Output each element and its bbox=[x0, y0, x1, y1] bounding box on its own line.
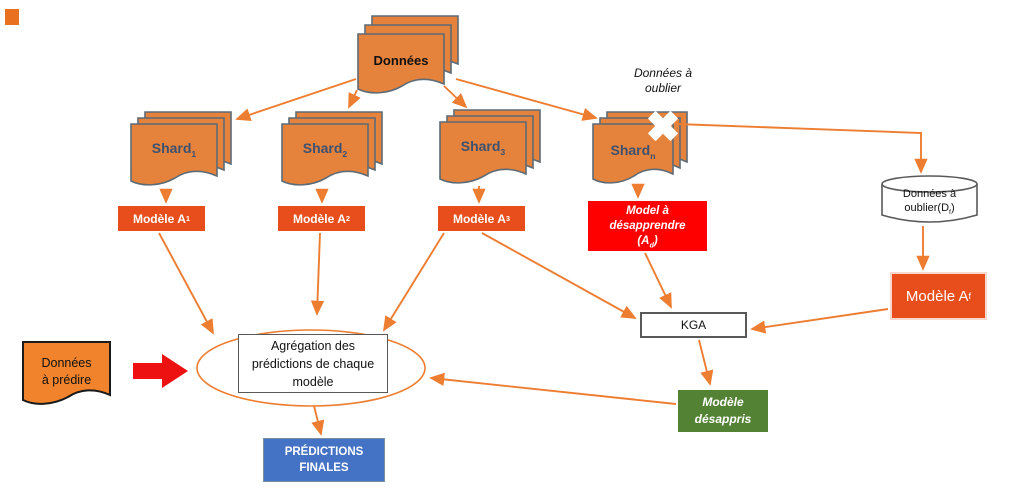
model-unlearn-subscript: d bbox=[649, 241, 654, 250]
unlearned-model-line1: Modèle bbox=[702, 395, 744, 409]
modele-a2-text: Modèle A bbox=[292, 211, 346, 226]
shard2-label: Shard2 bbox=[282, 140, 368, 159]
forget-data-cylinder bbox=[881, 175, 978, 223]
model-unlearn-post: ) bbox=[653, 235, 658, 247]
unlearned-model-line2: désappris bbox=[694, 412, 752, 426]
arrow-donnees-shard3 bbox=[443, 85, 468, 109]
kga-label: KGA bbox=[680, 318, 707, 332]
shard3-text: Shard bbox=[460, 138, 501, 154]
shard3-subscript: 3 bbox=[500, 146, 506, 157]
forget-annotation-line1: Données à bbox=[633, 66, 693, 80]
modele-a1-text: Modèle A bbox=[132, 211, 186, 226]
kga-box: KGA bbox=[640, 312, 747, 338]
forget-x-icon bbox=[648, 111, 678, 141]
aggregation-line1: Agrégation des bbox=[270, 339, 356, 353]
red-arrow-icon bbox=[133, 354, 188, 388]
shard2-stack-shape bbox=[281, 111, 383, 186]
donnees-stack-shape bbox=[357, 15, 459, 94]
arrow-model3-kga bbox=[481, 232, 637, 319]
model-unlearn-line1: Model à bbox=[626, 205, 669, 217]
predict-input-line1: Données bbox=[41, 356, 92, 370]
arrow-modelf-kga bbox=[750, 308, 889, 334]
aggregation-text-box: Agrégation des prédictions de chaque mod… bbox=[238, 334, 388, 393]
final-predictions-box: PRÉDICTIONS FINALES bbox=[263, 438, 385, 482]
forget-db-line1: Données à bbox=[902, 188, 957, 200]
corner-square bbox=[5, 9, 19, 25]
flow-arrows bbox=[158, 78, 930, 436]
model-unlearn-line2: désapprendre bbox=[609, 220, 686, 232]
arrow-model2-aggregation bbox=[310, 232, 325, 316]
shard2-subscript: 2 bbox=[342, 148, 348, 159]
predict-input-line2: à prédire bbox=[41, 373, 92, 387]
forget-db-pre: oublier(D bbox=[904, 202, 950, 214]
arrow-unlearned-aggregation bbox=[429, 372, 677, 405]
shard1-label: Shard1 bbox=[131, 140, 217, 159]
shardn-subscript: n bbox=[650, 150, 656, 161]
shard1-subscript: 1 bbox=[191, 148, 197, 159]
arrow-model1-aggregation bbox=[158, 232, 214, 335]
shard2-text: Shard bbox=[302, 140, 343, 156]
arrow-shardn-cylinder bbox=[676, 123, 928, 174]
unlearned-model-box: Modèle désappris bbox=[678, 390, 768, 432]
arrow-donnees-shard2 bbox=[348, 89, 361, 109]
model-unlearn-pre: (A bbox=[637, 235, 650, 247]
shardn-text: Shard bbox=[610, 142, 651, 158]
shardn-label: Shardn bbox=[593, 142, 673, 161]
shardn-stack-shape bbox=[592, 111, 688, 184]
arrow-unlearn-kga bbox=[644, 252, 672, 309]
final-predictions-line2: FINALES bbox=[299, 462, 349, 474]
model-unlearn-line3: (Ad) bbox=[588, 234, 707, 249]
forget-db-post: ) bbox=[950, 202, 955, 214]
aggregation-line2: prédictions de chaque bbox=[251, 357, 375, 371]
forget-db-label: Données à oublier(Df) bbox=[887, 187, 972, 217]
model-unlearn-box: Model à désapprendre (Ad) bbox=[588, 201, 707, 251]
arrow-kga-unlearned bbox=[698, 339, 714, 386]
shard1-stack-shape bbox=[130, 111, 232, 186]
forget-db-line2: oublier(Df) bbox=[887, 201, 972, 217]
final-predictions-line1: PRÉDICTIONS bbox=[284, 446, 364, 458]
donnees-node-label: Données bbox=[358, 53, 444, 68]
forget-annotation-line2: oublier bbox=[644, 81, 682, 95]
donnees-text: Données bbox=[373, 53, 429, 68]
forget-db-subscript: f bbox=[949, 209, 951, 217]
shard1-text: Shard bbox=[151, 140, 192, 156]
arrow-model3-aggregation bbox=[383, 232, 445, 332]
arrow-donnees-shard1 bbox=[235, 78, 357, 122]
modele-a3-text: Modèle A bbox=[452, 211, 506, 226]
arrow-aggregation-final bbox=[311, 405, 325, 436]
predict-input-label: Données à prédire bbox=[23, 355, 110, 389]
modele-af-text: Modèle A bbox=[905, 287, 969, 305]
aggregation-line3: modèle bbox=[292, 375, 334, 389]
forget-data-annotation: Données à oublier bbox=[603, 66, 723, 96]
shard3-stack-shape bbox=[439, 109, 541, 184]
shard3-label: Shard3 bbox=[440, 138, 526, 157]
arrow-donnees-shardn bbox=[455, 78, 598, 121]
predict-input-doc-shape bbox=[22, 341, 111, 405]
